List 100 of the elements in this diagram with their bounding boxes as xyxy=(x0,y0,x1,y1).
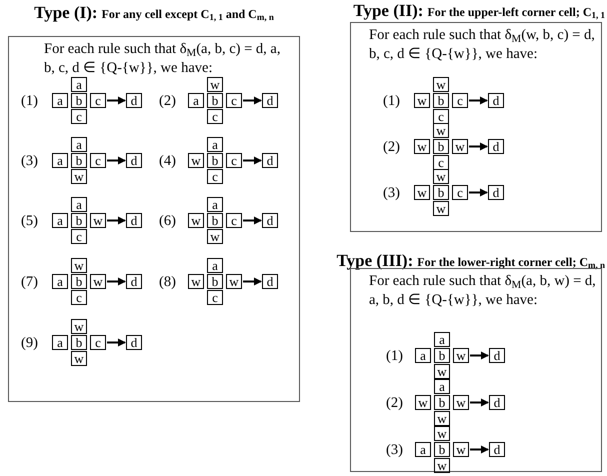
arrow xyxy=(243,278,262,286)
cell-box: w xyxy=(434,426,450,441)
cell-box: a xyxy=(52,335,68,350)
cell-box: c xyxy=(226,93,242,108)
cell-box: w xyxy=(452,139,468,154)
heading-subtitle: For any cell except C$_{1, 1}$ and C$_{m, n}$ xyxy=(102,6,274,24)
cell-box: b xyxy=(71,213,87,228)
cell-box: a xyxy=(207,197,223,212)
cell-box: w xyxy=(188,153,204,168)
type-heading: Type (III): xyxy=(336,250,414,272)
arrow xyxy=(469,142,488,150)
cell-box: b xyxy=(207,93,223,108)
rule-number: (1) xyxy=(21,92,38,111)
rule-number: (2) xyxy=(383,138,400,157)
cell-box: d xyxy=(262,93,278,108)
rule-number: (9) xyxy=(21,334,38,353)
cell-box: d xyxy=(126,335,142,350)
type-heading: Type (I): xyxy=(34,2,98,24)
cell-box: w xyxy=(433,123,449,138)
cell-box: d xyxy=(488,185,504,200)
cell-box: d xyxy=(489,442,505,457)
rule-number: (1) xyxy=(386,347,403,366)
cell-box: w xyxy=(414,139,430,154)
cell-box: w xyxy=(90,274,106,289)
cell-box: a xyxy=(52,274,68,289)
cell-box: w xyxy=(207,229,223,244)
cell-box: a xyxy=(207,258,223,273)
cell-box: a xyxy=(415,442,431,457)
cell-box: b xyxy=(71,153,87,168)
heading-subtitle: For the lower-right corner cell; C$_{m, n}$ xyxy=(417,254,605,272)
cell-box: d xyxy=(126,213,142,228)
cell-box: c xyxy=(71,290,87,305)
rule-description: For each rule such that δ$_{M}$(a, b, c) = d, a, b, c, d ∈ {Q-{w}}, we have: xyxy=(44,40,282,78)
cell-box: w xyxy=(207,77,223,92)
cell-box: w xyxy=(414,93,430,108)
cell-box: w xyxy=(90,213,106,228)
cell-box: d xyxy=(262,274,278,289)
cell-box: w xyxy=(433,169,449,184)
cell-box: a xyxy=(52,213,68,228)
cell-box: c xyxy=(207,290,223,305)
cell-box: a xyxy=(434,379,450,394)
cell-box: b xyxy=(71,335,87,350)
cell-box: b xyxy=(433,139,449,154)
cell-box: c xyxy=(433,109,449,124)
cell-box: d xyxy=(126,93,142,108)
cell-box: a xyxy=(415,348,431,363)
cell-box: w xyxy=(433,77,449,92)
cell-box: a xyxy=(207,137,223,152)
cell-box: c xyxy=(433,155,449,170)
cell-box: b xyxy=(433,185,449,200)
rule-number: (4) xyxy=(159,152,176,171)
cell-box: c xyxy=(71,109,87,124)
rule-number: (3) xyxy=(386,441,403,460)
cell-box: c xyxy=(226,213,242,228)
cell-box: d xyxy=(262,213,278,228)
cell-box: d xyxy=(126,153,142,168)
cell-box: a xyxy=(52,153,68,168)
rule-number: (6) xyxy=(159,212,176,231)
arrow xyxy=(107,278,126,286)
cell-box: c xyxy=(71,229,87,244)
cell-box: c xyxy=(207,169,223,184)
cell-box: w xyxy=(434,411,450,426)
cell-box: w xyxy=(434,458,450,473)
cell-box: w xyxy=(414,185,430,200)
cell-box: c xyxy=(207,109,223,124)
cell-box: w xyxy=(188,213,204,228)
cell-box: a xyxy=(52,93,68,108)
cell-box: b xyxy=(71,274,87,289)
cell-box: c xyxy=(90,335,106,350)
rule-number: (1) xyxy=(383,92,400,111)
cell-box: w xyxy=(453,348,469,363)
arrow xyxy=(243,216,262,224)
cell-box: w xyxy=(226,274,242,289)
cell-box: d xyxy=(262,153,278,168)
cell-box: b xyxy=(207,274,223,289)
cell-box: b xyxy=(434,348,450,363)
cell-box: c xyxy=(452,93,468,108)
cell-box: a xyxy=(71,77,87,92)
cell-box: b xyxy=(207,153,223,168)
cell-box: b xyxy=(434,442,450,457)
type-heading: Type (II): xyxy=(353,0,424,22)
cell-box: b xyxy=(434,395,450,410)
cell-box: w xyxy=(453,395,469,410)
cell-box: w xyxy=(71,169,87,184)
rule-number: (2) xyxy=(159,92,176,111)
cell-box: d xyxy=(488,93,504,108)
cell-box: d xyxy=(488,139,504,154)
cell-box: a xyxy=(71,197,87,212)
rule-number: (5) xyxy=(21,212,38,231)
cell-box: w xyxy=(188,274,204,289)
arrow xyxy=(107,216,126,224)
arrow xyxy=(469,188,488,196)
arrow xyxy=(243,96,262,104)
arrow xyxy=(107,156,126,164)
cell-box: b xyxy=(433,93,449,108)
rule-number: (8) xyxy=(159,273,176,292)
cell-box: w xyxy=(71,258,87,273)
cell-box: d xyxy=(126,274,142,289)
cell-box: a xyxy=(188,93,204,108)
arrow xyxy=(470,398,489,406)
